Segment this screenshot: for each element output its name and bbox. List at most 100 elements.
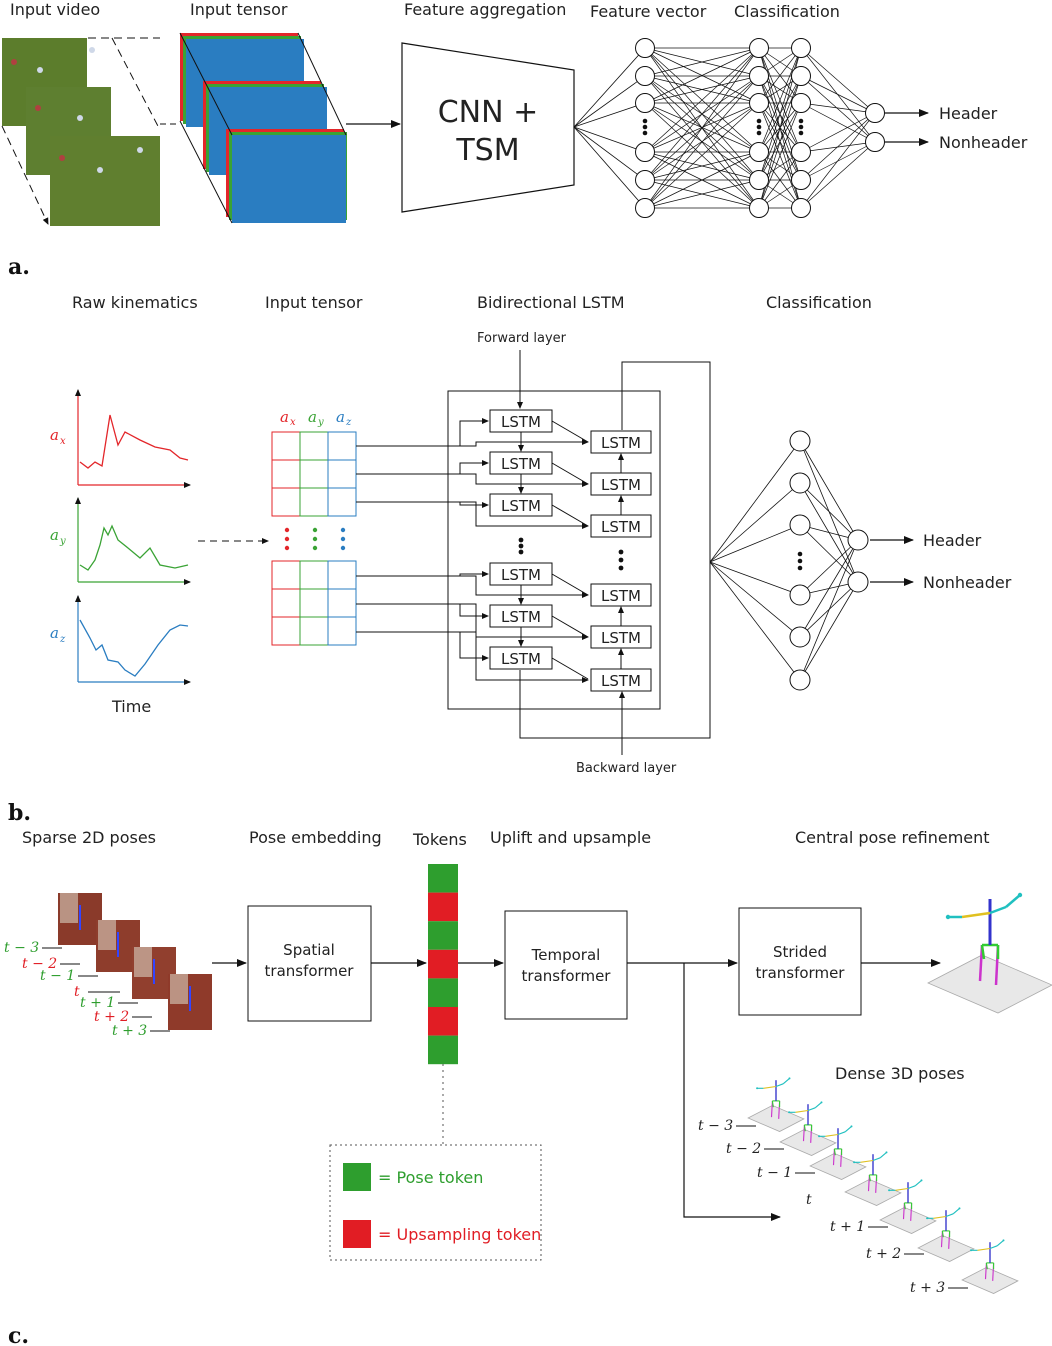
stage-uplift-upsample: Uplift and upsample bbox=[490, 828, 651, 847]
dense-time-label: t + 1 bbox=[830, 1219, 865, 1235]
sparse-time-label: t + 2 bbox=[94, 1009, 129, 1025]
panel-a: Input video Input tensor Feature aggrega… bbox=[1, 0, 1028, 280]
strided-line2: transformer bbox=[756, 964, 846, 982]
lstm-label: LSTM bbox=[501, 650, 541, 668]
sparse-time-label: t bbox=[74, 984, 80, 1000]
neuron bbox=[635, 170, 655, 190]
pose-token-legend: = Pose token bbox=[378, 1168, 483, 1187]
token-column bbox=[428, 864, 458, 1065]
sparse-time-label: t + 1 bbox=[80, 995, 115, 1011]
neuron bbox=[635, 198, 655, 218]
neuron bbox=[635, 38, 655, 58]
neuron bbox=[789, 472, 811, 494]
output-neuron bbox=[847, 529, 869, 551]
signal-ay-sub: y bbox=[59, 536, 66, 547]
neuron bbox=[791, 93, 811, 113]
neuron bbox=[865, 132, 885, 152]
video-frames bbox=[1, 37, 176, 226]
stage-input-tensor-b: Input tensor bbox=[265, 293, 363, 312]
neuron bbox=[791, 38, 811, 58]
spatial-line2: transformer bbox=[265, 962, 355, 980]
neuron bbox=[789, 514, 811, 536]
panel-label-b: b. bbox=[8, 800, 31, 826]
temporal-line2: transformer bbox=[522, 967, 612, 985]
signal-plots: a x a y a z Time bbox=[50, 389, 191, 716]
upsampling-token bbox=[428, 892, 458, 922]
stage-central-refinement: Central pose refinement bbox=[795, 828, 990, 847]
upsampling-token bbox=[428, 1007, 458, 1036]
temporal-line1: Temporal bbox=[531, 946, 601, 964]
neuron bbox=[791, 142, 811, 162]
signal-ax-label: a bbox=[50, 426, 59, 444]
temporal-transformer-box bbox=[504, 910, 628, 1020]
strided-transformer-box bbox=[738, 907, 862, 1016]
dense-time-label: t − 1 bbox=[757, 1165, 792, 1181]
stage-classification-b: Classification bbox=[766, 293, 872, 312]
neuron bbox=[749, 38, 769, 58]
tsm-label: TSM bbox=[455, 133, 519, 168]
dense-time-label: t − 2 bbox=[726, 1141, 761, 1157]
input-tensor-b: a x a y a z bbox=[271, 408, 357, 646]
pose-token-swatch bbox=[343, 1163, 371, 1191]
forward-layer-label: Forward layer bbox=[477, 331, 567, 346]
neuron bbox=[791, 198, 811, 218]
lstm-label: LSTM bbox=[501, 608, 541, 626]
panel-label-c: c. bbox=[8, 1323, 29, 1346]
neuron bbox=[865, 103, 885, 123]
video-frame bbox=[50, 136, 160, 226]
input-tensor-a bbox=[179, 32, 347, 224]
signal-ay-label: a bbox=[50, 526, 59, 544]
neuron bbox=[635, 93, 655, 113]
stage-input-tensor: Input tensor bbox=[190, 0, 288, 19]
upsampling-token-swatch bbox=[343, 1220, 371, 1248]
token-legend bbox=[329, 1144, 542, 1261]
signal-ax-sub: x bbox=[60, 436, 66, 447]
dense-pose-stack: t − 3t − 2t − 1tt + 1t + 2t + 3 bbox=[698, 1077, 1019, 1296]
col-ay: a bbox=[308, 408, 317, 426]
network-b bbox=[709, 430, 869, 691]
sparse-time-label: t + 3 bbox=[112, 1023, 147, 1039]
output-nonheader-b: Nonheader bbox=[923, 573, 1012, 592]
signal-az-sub: z bbox=[59, 634, 66, 645]
neuron bbox=[749, 93, 769, 113]
lstm-cells: LSTM LSTM LSTM LSTM LSTM LSTM LSTM LSTM LSTM LSTM… bbox=[356, 409, 652, 692]
upsampling-token-legend: = Upsampling token bbox=[378, 1225, 541, 1244]
panel-b: Raw kinematics Input tensor Bidirectiona… bbox=[8, 293, 1012, 826]
lstm-label: LSTM bbox=[501, 566, 541, 584]
stage-tokens: Tokens bbox=[412, 830, 467, 849]
neuron bbox=[789, 584, 811, 606]
stage-pose-embedding: Pose embedding bbox=[249, 828, 382, 847]
backward-layer-label: Backward layer bbox=[576, 761, 677, 776]
lstm-label: LSTM bbox=[601, 587, 641, 605]
lstm-label: LSTM bbox=[601, 434, 641, 452]
panel-label-a: a. bbox=[8, 254, 30, 280]
sparse-time-label: t − 1 bbox=[40, 968, 75, 984]
spatial-transformer-box bbox=[247, 905, 372, 1022]
neuron bbox=[749, 170, 769, 190]
lstm-label: LSTM bbox=[501, 455, 541, 473]
neuron bbox=[635, 66, 655, 86]
pose-token bbox=[428, 864, 458, 893]
neuron bbox=[635, 142, 655, 162]
stage-feature-vector: Feature vector bbox=[590, 2, 707, 21]
cnn-tsm-block bbox=[401, 42, 575, 213]
lstm-label: LSTM bbox=[601, 518, 641, 536]
sparse-time-label: t − 3 bbox=[4, 940, 39, 956]
col-ay-sub: y bbox=[317, 417, 324, 428]
cnn-label: CNN + bbox=[438, 95, 539, 130]
dense-time-label: t bbox=[806, 1192, 812, 1208]
neuron bbox=[789, 626, 811, 648]
sparse-time-label: t − 2 bbox=[22, 956, 57, 972]
pose-token bbox=[428, 1035, 458, 1065]
neuron bbox=[789, 430, 811, 452]
lstm-label: LSTM bbox=[601, 672, 641, 690]
neuron bbox=[791, 170, 811, 190]
neuron bbox=[749, 66, 769, 86]
sparse-pose-frames: t − 3t − 2t − 1tt + 1t + 2t + 3 bbox=[4, 893, 212, 1039]
col-ax: a bbox=[280, 408, 289, 426]
stage-classification-a: Classification bbox=[734, 2, 840, 21]
lstm-label: LSTM bbox=[501, 413, 541, 431]
lstm-label: LSTM bbox=[601, 476, 641, 494]
upsampling-token bbox=[428, 949, 458, 979]
